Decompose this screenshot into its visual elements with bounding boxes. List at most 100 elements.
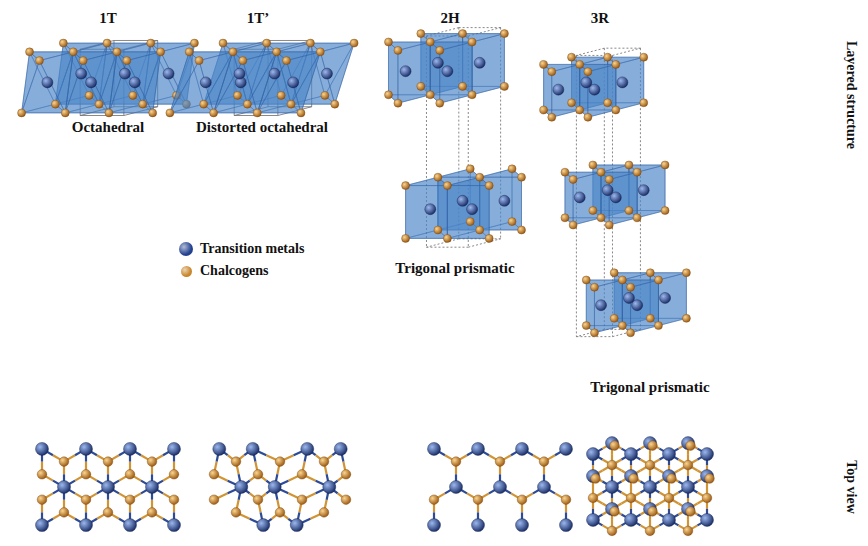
chalcogen-atom	[591, 474, 601, 484]
chalcogen-atom	[195, 57, 203, 65]
metal-atom	[36, 442, 49, 455]
chalcogen-atom	[576, 106, 584, 114]
chalcogen-atom	[417, 82, 425, 90]
chalcogen-atom	[384, 38, 392, 46]
metal-atom	[246, 442, 259, 455]
chalcogen-atom	[306, 39, 314, 47]
chalcogen-atom	[443, 182, 451, 190]
chalcogen-atom	[18, 109, 26, 117]
chalcogen-atom	[508, 218, 516, 226]
legend-row: Transition metals	[179, 239, 304, 259]
chalcogen-atom	[468, 91, 476, 99]
chalcogen-atom	[139, 100, 147, 108]
metal-atom	[560, 519, 573, 532]
chalcogen-atom	[518, 226, 526, 234]
metal-atom	[288, 77, 299, 88]
chalcogen-atom	[667, 474, 677, 484]
metal-atom	[644, 502, 657, 515]
metal-atom	[474, 57, 485, 68]
chalcogen-atom	[633, 168, 641, 176]
chalcogen-atom	[702, 493, 712, 503]
chalcogen-atom	[233, 91, 241, 99]
metal-atom	[200, 77, 211, 88]
chalcogen-atom	[654, 276, 662, 284]
unit-cell-edge	[604, 48, 640, 49]
metal-atom	[58, 481, 71, 494]
polyhedron-face	[406, 186, 448, 239]
chalcogen-atom	[629, 474, 639, 484]
chalcogen-atom	[51, 100, 59, 108]
polyhedron-face	[398, 42, 430, 103]
chalcogen-atom	[654, 322, 662, 330]
polyhedron-face	[440, 42, 472, 103]
chalcogen-atom	[468, 38, 476, 46]
chalcogen-atom	[561, 495, 571, 505]
metal-atom	[617, 77, 628, 88]
chalcogen-atom	[185, 48, 193, 56]
chalcogen-atom	[426, 91, 434, 99]
chalcogen-atom	[540, 106, 548, 114]
metal-atom	[213, 442, 226, 455]
chalcogen-atom	[229, 48, 237, 56]
polyhedron-face	[609, 172, 637, 225]
chalcogen-atom	[35, 57, 43, 65]
chalcogen-atom	[645, 526, 655, 536]
chalcogen-atom	[147, 457, 157, 467]
metal-atom	[553, 84, 564, 95]
chalcogen-atom	[59, 457, 69, 467]
chalcogen-atom	[231, 508, 241, 518]
chalcogen-atom	[683, 460, 693, 470]
chalcogen-atom	[253, 495, 263, 505]
chalcogen-atom	[500, 30, 508, 38]
chalcogen-atom	[125, 469, 135, 479]
chalcogen-atom	[664, 493, 674, 503]
chalcogen-atom	[648, 507, 658, 517]
chalcogen-atom	[283, 57, 291, 65]
chalcogen-atom	[605, 175, 613, 183]
legend-swatch	[179, 242, 193, 256]
chalcogen-atom	[466, 218, 474, 226]
metal-atom	[663, 448, 676, 461]
2h-top-view	[428, 442, 573, 531]
metal-atom	[625, 448, 638, 461]
legend-text: Transition metals	[200, 241, 304, 257]
metal-atom	[587, 513, 600, 526]
metal-atom	[432, 57, 443, 68]
metal-atom	[606, 502, 619, 515]
chalcogen-atom	[394, 99, 402, 107]
polyhedron-face	[594, 280, 622, 333]
chalcogen-atom	[625, 161, 633, 169]
1t-structure	[18, 39, 199, 117]
chalcogen-atom	[417, 30, 425, 38]
metal-atom	[581, 77, 592, 88]
chalcogen-atom	[473, 495, 483, 505]
metal-atom	[334, 442, 347, 455]
chalcogen-atom	[618, 322, 626, 330]
chalcogen-atom	[166, 109, 174, 117]
chalcogen-atom	[434, 173, 442, 181]
chalcogen-atom	[429, 495, 439, 505]
chalcogen-atom	[459, 82, 467, 90]
chalcogen-atom	[588, 493, 598, 503]
metal-atom	[323, 481, 336, 494]
metal-atom	[472, 519, 485, 532]
chalcogen-atom	[584, 68, 592, 76]
polyhedron-face	[631, 280, 659, 333]
chalcogen-atom	[589, 161, 597, 169]
legend-row: Chalcogens	[179, 261, 268, 281]
legend-swatch	[181, 266, 192, 277]
chalcogen-atom	[443, 234, 451, 242]
metal-atom	[42, 77, 53, 88]
polyhedron-face	[588, 64, 616, 117]
metal-atom	[499, 195, 510, 206]
metal-atom	[638, 185, 649, 196]
metal-atom	[606, 437, 619, 450]
metal-atom	[268, 481, 281, 494]
metal-atom	[124, 519, 137, 532]
metal-atom	[596, 300, 607, 311]
chalcogen-atom	[210, 109, 218, 117]
3r-structure	[540, 48, 691, 337]
metal-atom	[663, 470, 676, 483]
unit-cell-edge	[459, 27, 501, 28]
metal-atom	[574, 192, 585, 203]
